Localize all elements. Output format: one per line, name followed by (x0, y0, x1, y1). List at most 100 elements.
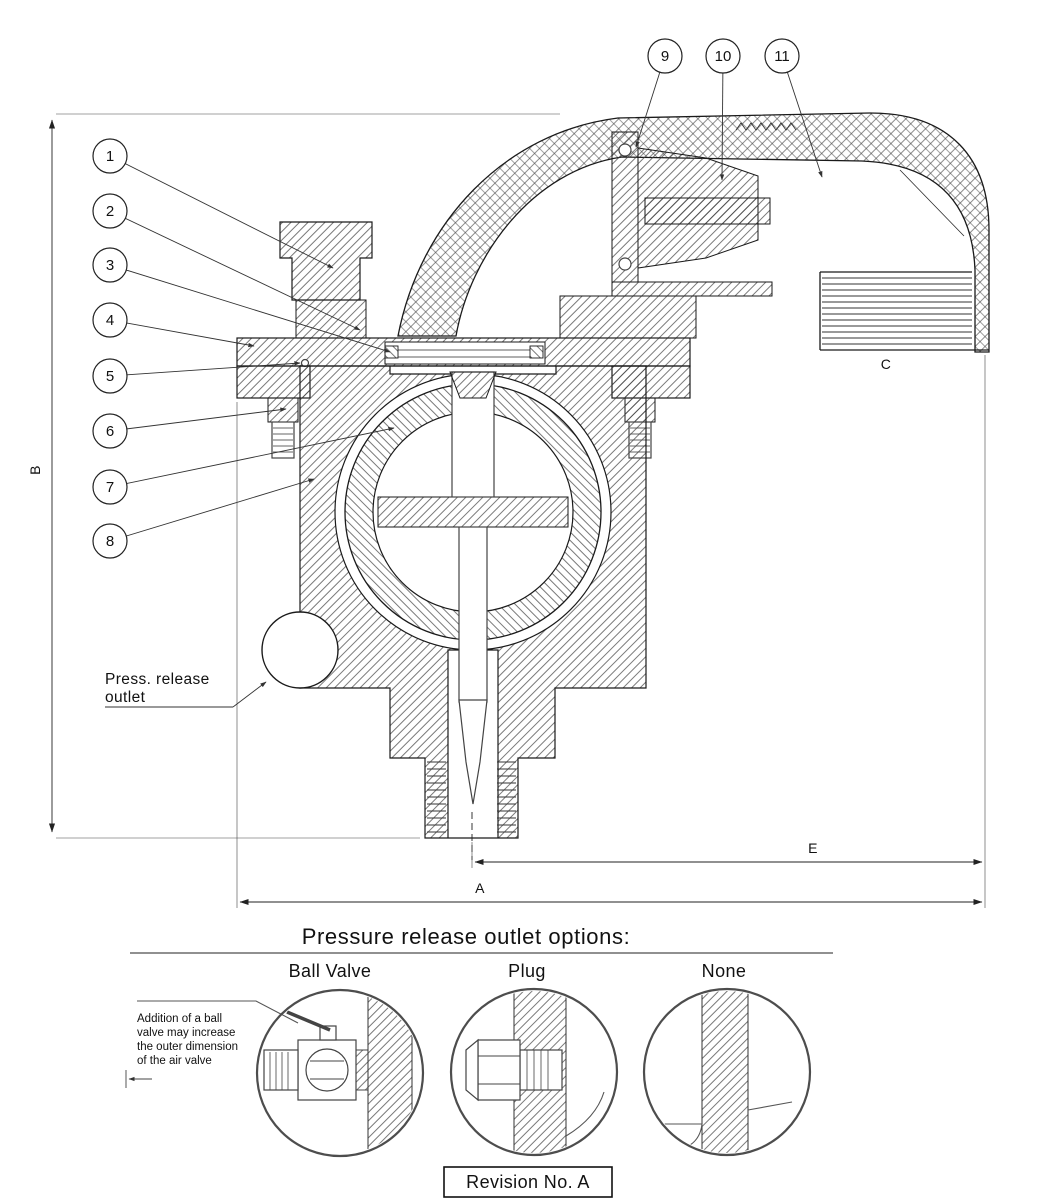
valve-ball (305, 1048, 349, 1092)
hex-chamfer (465, 1038, 479, 1102)
dimensions: B A E C (27, 113, 986, 908)
callout-number: 10 (715, 48, 732, 65)
bonnet-neck (295, 299, 367, 339)
press-release-text-line1: Press. release (105, 671, 210, 688)
callout-number: 1 (106, 148, 114, 165)
option-label-ball-valve: Ball Valve (289, 961, 372, 981)
option-none-detail (642, 987, 812, 1157)
piston-shaft (644, 197, 771, 225)
press-release-outlet-label: Press. release outlet (105, 671, 267, 708)
callout-balloon (92, 193, 128, 229)
right-hub (559, 295, 697, 339)
leader-line (109, 155, 334, 269)
callout-9: 9 (635, 38, 683, 148)
o-ring-bottom (618, 257, 632, 271)
callout-8: 8 (92, 478, 315, 559)
option-label-plug: Plug (508, 961, 546, 981)
elbow-shell (397, 112, 990, 353)
plug-threads (526, 1050, 549, 1090)
callout-1: 1 (92, 138, 334, 269)
detail-circle-plug (449, 987, 619, 1157)
callout-number: 2 (106, 203, 114, 220)
valve-seat (384, 341, 546, 365)
float-guide-band (377, 496, 569, 528)
wall-section (367, 994, 413, 1152)
leader-line (719, 55, 725, 181)
flange-ear-left (236, 365, 311, 399)
inner-wall-edge (565, 1091, 605, 1137)
callout-number: 8 (106, 533, 114, 550)
callout-3: 3 (92, 247, 391, 353)
bottom-threads (427, 761, 516, 833)
valve-stem (319, 1025, 337, 1041)
callout-number: 5 (106, 368, 114, 385)
leader-line (109, 407, 287, 432)
pilot-mechanism (559, 122, 797, 339)
callout-7: 7 (92, 426, 395, 505)
callout-11: 11 (764, 38, 823, 178)
leader-line (109, 361, 301, 377)
o-ring-top (618, 143, 632, 157)
bolt-left (267, 397, 299, 423)
callout-6: 6 (92, 407, 287, 449)
dimension-label-c: C (881, 356, 892, 372)
note-line-2: valve may increase (137, 1027, 235, 1039)
callout-balloon (92, 138, 128, 174)
valve-body (299, 365, 647, 839)
option-ball-valve-detail (255, 988, 425, 1158)
options-section: Pressure release outlet options: Ball Va… (125, 924, 833, 1158)
callout-number: 7 (106, 479, 114, 496)
seal-left (384, 345, 399, 359)
handle-extension-line (137, 1000, 299, 1024)
thread-lines (822, 277, 972, 345)
dimension-label-b: B (27, 465, 43, 475)
cap-nut (279, 221, 373, 301)
callout-5: 5 (92, 358, 301, 394)
miter-line (899, 169, 965, 237)
callout-2: 2 (92, 193, 361, 331)
callout-balloon (92, 358, 128, 394)
option-plug-detail (449, 987, 619, 1157)
callout-number: 6 (106, 423, 114, 440)
revision-text: Revision No. A (466, 1172, 590, 1192)
valve-handle (286, 1010, 331, 1032)
leader-line (781, 55, 823, 178)
thread-zigzag (735, 122, 797, 131)
stub-threads (269, 1052, 289, 1090)
valve-section-view (236, 112, 990, 860)
revision-frame (443, 1166, 613, 1198)
note-line-1: Addition of a ball (137, 1013, 222, 1025)
dimension-label-e: E (808, 840, 818, 856)
callout-10: 10 (705, 38, 741, 181)
option-label-none: None (702, 961, 747, 981)
note-text: Addition of a ball valve may increase th… (125, 1013, 238, 1088)
options-title: Pressure release outlet options: (302, 924, 631, 949)
revision-box: Revision No. A (443, 1166, 613, 1198)
press-release-text-line2: outlet (105, 689, 146, 706)
callout-balloon (92, 413, 128, 449)
callout-balloon (647, 38, 683, 74)
plug-hex-head (477, 1039, 521, 1101)
callout-number: 9 (661, 48, 669, 65)
guide-wall (611, 131, 639, 283)
dimension-label-a: A (475, 880, 485, 896)
cavity-floor (611, 281, 773, 297)
inlet-stub (263, 1049, 299, 1091)
callouts: 1 2 3 4 5 6 7 (92, 38, 823, 559)
detail-circle-none (642, 987, 812, 1157)
pressure-release-outlet-boss (261, 611, 339, 689)
leader-line (109, 264, 391, 353)
leader-line (109, 319, 255, 348)
leader-line (232, 681, 267, 708)
callout-number: 11 (774, 48, 790, 65)
float-ball (344, 371, 602, 860)
callout-number: 4 (106, 312, 114, 329)
leader-line (109, 478, 315, 542)
leader-line (109, 210, 361, 331)
wall-section (701, 991, 749, 1153)
callout-balloon (705, 38, 741, 74)
callout-balloon (92, 302, 128, 338)
orifice-plug (449, 371, 497, 399)
